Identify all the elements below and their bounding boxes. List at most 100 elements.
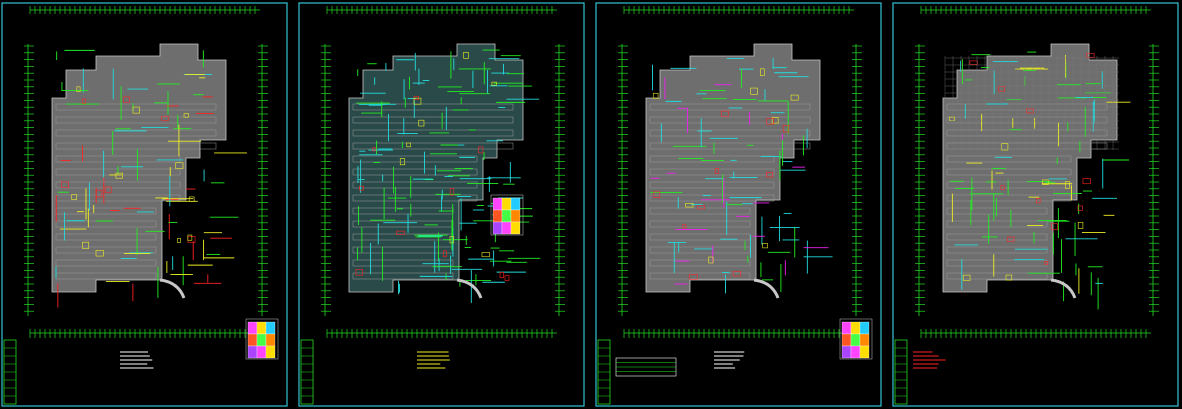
equipment-block <box>406 142 411 148</box>
floor-slab <box>51 43 227 293</box>
key-plan-zone <box>850 321 861 335</box>
key-plan-zone <box>859 321 870 335</box>
bottom-dimension-ruler <box>623 329 854 338</box>
ramp <box>159 278 186 299</box>
parking-stall-row <box>649 142 811 150</box>
parking-stall-row <box>352 116 514 124</box>
building-footprint <box>645 43 821 293</box>
key-plan-zone <box>501 209 512 223</box>
key-plan-zone <box>501 197 512 211</box>
key-plan-zone <box>256 333 267 347</box>
drawing-sheet-2 <box>298 2 585 407</box>
equipment-block <box>720 110 729 117</box>
parking-stall-row <box>946 272 1048 280</box>
parking-stall-row <box>946 116 1108 124</box>
equipment-block <box>82 241 90 249</box>
equipment-block <box>652 92 659 99</box>
structural-grid <box>944 56 1119 150</box>
equipment-block <box>359 185 364 191</box>
parking-stall-row <box>55 181 181 189</box>
parking-stall-row <box>352 259 454 267</box>
parking-rows <box>352 103 514 280</box>
parking-stall-row <box>649 246 751 254</box>
parking-stall-row <box>352 181 478 189</box>
equipment-block <box>115 172 123 179</box>
equipment-block <box>697 205 705 210</box>
key-plan-zone <box>492 197 503 211</box>
equipment-block <box>1000 185 1005 190</box>
parking-stall-row <box>649 155 775 163</box>
parking-stall-row <box>352 142 514 150</box>
equipment-block <box>760 68 765 76</box>
key-plan-frame <box>490 194 524 236</box>
right-dimension-ruler <box>852 44 862 316</box>
equipment-block <box>1036 197 1041 204</box>
equipment-block <box>1005 274 1013 281</box>
equipment-block <box>123 96 130 103</box>
equipment-block <box>504 275 510 281</box>
parking-stall-row <box>55 246 157 254</box>
parking-stall-row <box>649 194 775 202</box>
drawing-sheet-3 <box>595 2 882 407</box>
title-block <box>300 339 314 405</box>
parking-stall-row <box>649 116 811 124</box>
title-block <box>597 339 611 405</box>
left-dimension-ruler <box>915 44 925 316</box>
equipment-block <box>187 234 193 241</box>
equipment-block <box>188 196 195 202</box>
equipment-block <box>732 270 741 277</box>
key-plan-frame <box>839 318 873 360</box>
equipment-block <box>998 86 1005 92</box>
key-plan-zone <box>841 321 852 335</box>
equipment-block <box>689 274 698 280</box>
title-block <box>894 339 908 405</box>
sheet-border <box>892 2 1179 407</box>
key-plan-zone <box>841 333 852 347</box>
equipment-block <box>714 168 720 174</box>
building-footprint <box>348 43 524 293</box>
key-plan-zone <box>265 321 276 335</box>
parking-stall-row <box>352 194 478 202</box>
sheet-notes <box>615 351 745 377</box>
ramp <box>456 278 483 299</box>
equipment-block <box>1026 108 1034 114</box>
right-dimension-ruler <box>555 44 565 316</box>
key-plan-zone <box>492 221 503 235</box>
parking-stall-row <box>55 259 157 267</box>
parking-rows <box>649 103 811 280</box>
equipment-block <box>1007 236 1015 242</box>
key-plan-zone <box>265 345 276 359</box>
key-plan-zone <box>510 197 521 211</box>
key-plan-zone <box>501 221 512 235</box>
key-plan-zone <box>850 333 861 347</box>
parking-stall-row <box>946 207 1048 215</box>
equipment-block <box>766 171 774 178</box>
key-plan-zone <box>247 345 258 359</box>
parking-stall-row <box>649 103 811 111</box>
equipment-block <box>81 98 87 104</box>
equipment-block <box>653 191 661 198</box>
left-dimension-ruler <box>618 44 628 316</box>
parking-stall-row <box>946 246 1048 254</box>
key-plan-zone <box>256 345 267 359</box>
parking-stall-row <box>55 233 157 241</box>
parking-stall-row <box>55 116 217 124</box>
equipment-block <box>1042 179 1049 185</box>
equipment-block <box>449 236 454 244</box>
parking-stall-row <box>55 142 217 150</box>
right-dimension-ruler <box>1149 44 1159 316</box>
parking-stall-row <box>55 103 217 111</box>
parking-stall-row <box>946 181 1072 189</box>
key-plan-zone <box>510 221 521 235</box>
drawing-sheet-1 <box>1 2 288 407</box>
equipment-block <box>396 230 405 235</box>
parking-stall-row <box>649 181 775 189</box>
equipment-block <box>61 181 69 188</box>
equipment-block <box>685 203 694 208</box>
floor-slab <box>348 43 524 293</box>
sheet-border <box>595 2 882 407</box>
top-dimension-ruler <box>623 6 854 14</box>
equipment-block <box>477 146 484 154</box>
